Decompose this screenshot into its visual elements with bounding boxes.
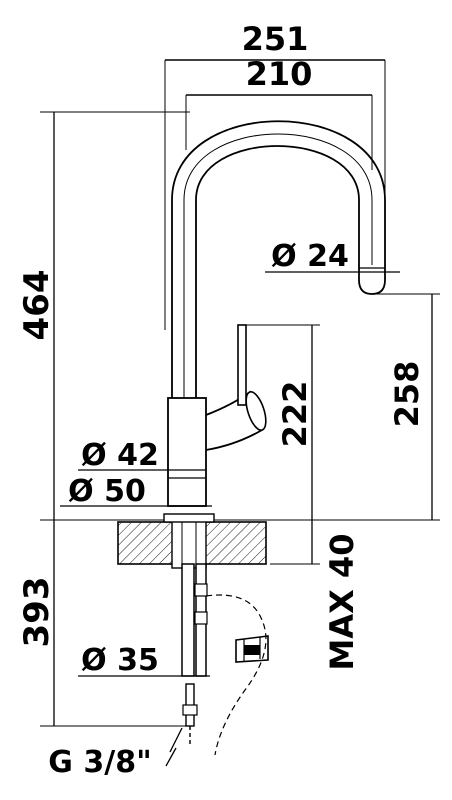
overall-width-label: 251 [242,20,309,58]
dimension-mount-thickness: MAX 40 [270,520,361,670]
dimension-below-counter: 393 [17,520,186,727]
dimension-overall-height: 464 [17,111,190,520]
dimension-connection-thread: G 3/8" [48,727,183,780]
overall-height-label: 464 [17,270,57,341]
base-diameter-label: Ø 50 [68,474,146,509]
dimension-handle-height: 222 [276,325,314,520]
dimension-body-diameter: Ø 42 [78,438,206,473]
dimension-hole-diameter: Ø 35 [78,643,210,678]
dimension-spout-height: 258 [388,294,433,520]
body-diameter-label: Ø 42 [81,438,159,473]
faucet-spout [171,120,440,430]
dimension-spout-reach: 210 [185,55,373,170]
spout-diameter-label: Ø 24 [271,239,349,274]
hose-weight [235,635,269,663]
hole-diameter-label: Ø 35 [81,643,159,678]
connection-thread-label: G 3/8" [48,745,151,780]
dimension-base-diameter: Ø 50 [60,474,212,509]
below-counter-label: 393 [17,577,57,648]
spout-height-label: 258 [388,361,426,428]
faucet-body [167,324,320,507]
countertop-section [117,513,267,569]
supply-hose [181,563,267,756]
mount-thickness-label: MAX 40 [323,534,361,671]
handle-height-label: 222 [276,381,314,448]
dimension-overall-width: 251 [164,20,386,330]
spout-reach-label: 210 [246,55,313,93]
dimension-spout-diameter: Ø 24 [265,239,400,274]
